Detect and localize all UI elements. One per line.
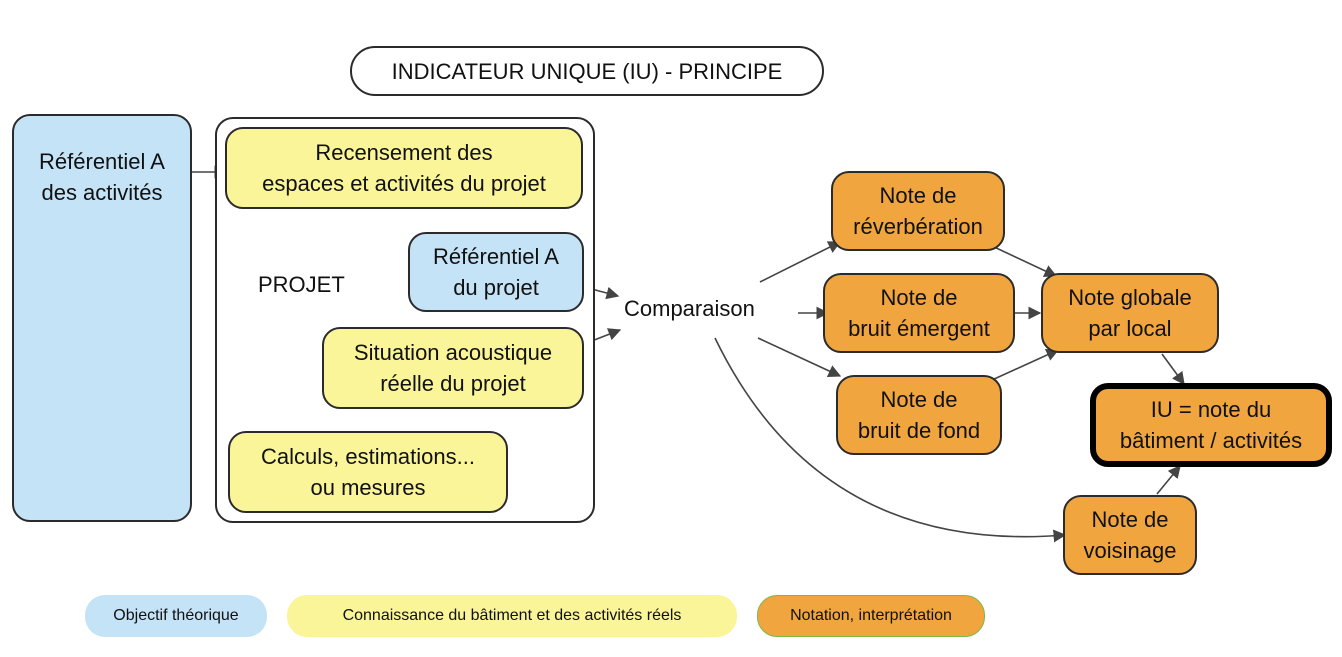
edge-reverb-to-globale: [991, 245, 1058, 277]
legend-connaissance: Connaissance du bâtiment et des activité…: [287, 595, 737, 637]
node-referentiel-projet: Référentiel A du projet: [408, 232, 584, 312]
legend-notation: Notation, interprétation: [757, 595, 985, 637]
edge-globale-to-iu: [1161, 353, 1185, 386]
node-iu: IU = note du bâtiment / activités: [1090, 383, 1332, 467]
node-note-voisinage: Note de voisinage: [1063, 495, 1197, 575]
node-calculs: Calculs, estimations... ou mesures: [228, 431, 508, 513]
legend-objectif-theorique: Objectif théorique: [85, 595, 267, 637]
node-note-globale: Note globale par local: [1041, 273, 1219, 353]
node-recensement: Recensement des espaces et activités du …: [225, 127, 583, 209]
projet-label: PROJET: [258, 272, 345, 297]
node-note-bruit-emergent: Note de bruit émergent: [823, 273, 1015, 353]
node-note-bruit-fond: Note de bruit de fond: [836, 375, 1002, 455]
node-note-reverberation: Note de réverbération: [831, 171, 1005, 251]
node-referentiel-activites: Référentiel A des activités: [12, 114, 192, 522]
edge-comparaison-to-voisinage: [714, 337, 1067, 543]
edge-comparaison-to-reverb: [759, 241, 842, 283]
node-situation-acoustique: Situation acoustique réelle du projet: [322, 327, 584, 409]
diagram-title: INDICATEUR UNIQUE (IU) - PRINCIPE: [350, 46, 824, 96]
edge-bruit-fond-to-globale: [991, 348, 1060, 381]
edge-voisinage-to-iu: [1156, 465, 1181, 495]
edge-comparaison-to-bruit-fond: [757, 337, 842, 377]
node-comparaison: Comparaison: [624, 296, 755, 321]
